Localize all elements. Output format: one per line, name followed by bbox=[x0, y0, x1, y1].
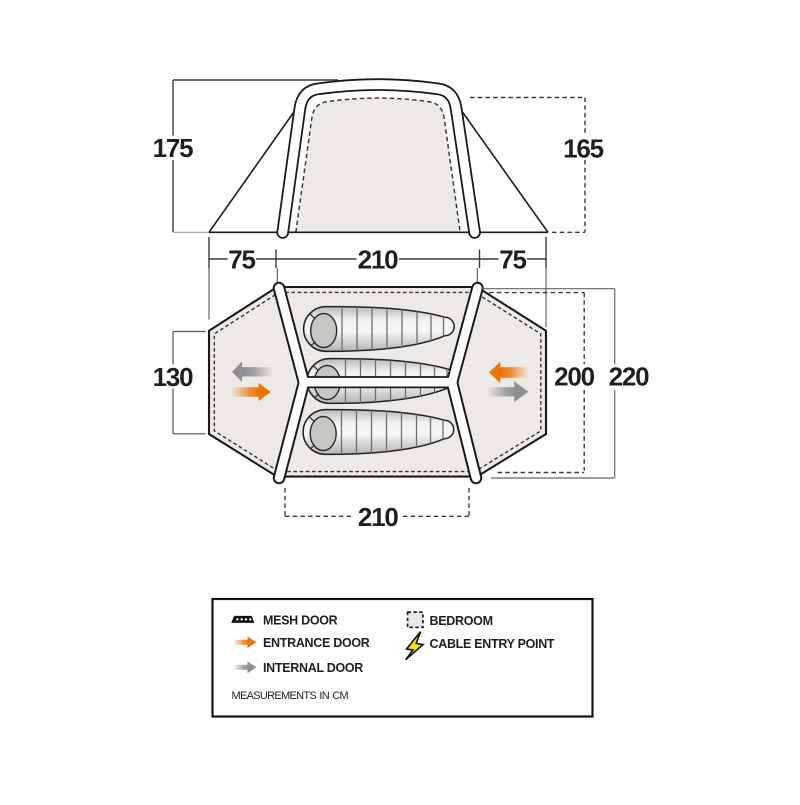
svg-text:200: 200 bbox=[554, 362, 595, 392]
svg-text:MESH DOOR: MESH DOOR bbox=[263, 614, 338, 628]
svg-text:CABLE ENTRY POINT: CABLE ENTRY POINT bbox=[430, 637, 555, 651]
svg-text:130: 130 bbox=[153, 362, 194, 392]
svg-text:INTERNAL DOOR: INTERNAL DOOR bbox=[263, 661, 363, 675]
svg-text:BEDROOM: BEDROOM bbox=[430, 614, 493, 628]
svg-text:165: 165 bbox=[563, 134, 604, 164]
svg-text:ENTRANCE DOOR: ENTRANCE DOOR bbox=[263, 636, 370, 650]
svg-text:175: 175 bbox=[153, 133, 194, 163]
svg-text:210: 210 bbox=[358, 502, 399, 532]
svg-text:75: 75 bbox=[228, 245, 255, 275]
svg-text:220: 220 bbox=[609, 362, 650, 392]
svg-text:210: 210 bbox=[358, 245, 399, 275]
svg-text:75: 75 bbox=[499, 245, 526, 275]
svg-text:MEASUREMENTS IN CM: MEASUREMENTS IN CM bbox=[232, 690, 349, 702]
